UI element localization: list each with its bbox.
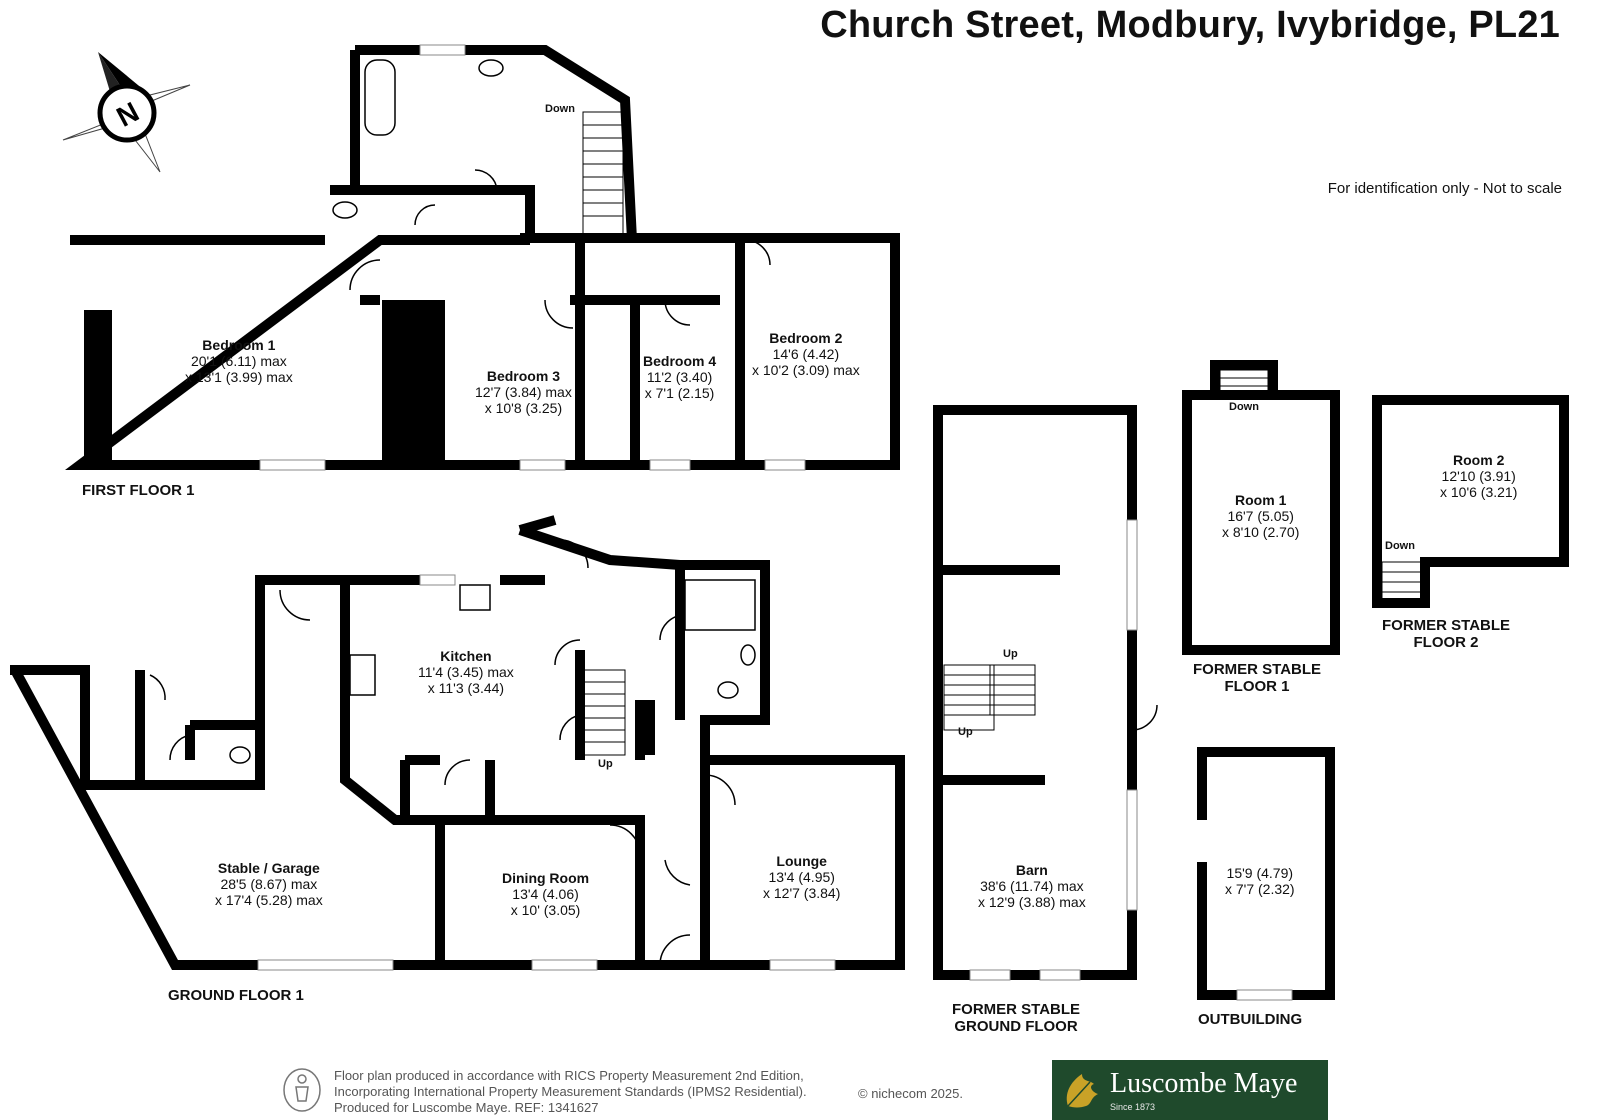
brand-logo: Luscombe Maye Since 1873 <box>1052 1060 1328 1120</box>
room-label-barn: Barn 38'6 (11.74) max x 12'9 (3.88) max <box>978 862 1086 910</box>
room-label-bedroom4: Bedroom 4 11'2 (3.40) x 7'1 (2.15) <box>643 353 717 401</box>
room-label-bedroom3: Bedroom 3 12'7 (3.84) max x 10'8 (3.25) <box>475 368 572 416</box>
stair-label-room2-down: Down <box>1385 540 1415 552</box>
stair-label-first-down: Down <box>545 103 575 115</box>
room-label-room1: Room 1 16'7 (5.05) x 8'10 (2.70) <box>1222 492 1300 540</box>
copyright: © nichecom 2025. <box>858 1086 963 1101</box>
compass-icon: N <box>62 52 191 173</box>
floor-label-outbuilding: OUTBUILDING <box>1198 1011 1303 1028</box>
stair-label-barn-up-a: Up <box>1003 648 1018 660</box>
floor-label-first: FIRST FLOOR 1 <box>82 482 195 499</box>
person-icon <box>283 1068 321 1112</box>
logo-name: Luscombe Maye <box>1110 1068 1298 1099</box>
disclaimer: For identification only - Not to scale <box>1327 180 1562 197</box>
logo-since: Since 1873 <box>1110 1102 1156 1112</box>
room-label-room2: Room 2 12'10 (3.91) x 10'6 (3.21) <box>1440 452 1518 500</box>
oak-leaf-icon <box>1066 1074 1098 1108</box>
first-floor-bathroom-walls <box>330 45 637 241</box>
stair-label-ground-up: Up <box>598 758 613 770</box>
room-label-outbuilding: 15'9 (4.79) x 7'7 (2.32) <box>1225 865 1295 897</box>
footer-line2: Incorporating International Property Mea… <box>334 1084 807 1099</box>
footer-line1: Floor plan produced in accordance with R… <box>334 1068 804 1083</box>
footer-line3: Produced for Luscombe Maye. REF: 1341627 <box>334 1100 599 1115</box>
room-label-kitchen: Kitchen 11'4 (3.45) max x 11'3 (3.44) <box>418 648 514 696</box>
page-title: Church Street, Modbury, Ivybridge, PL21 <box>820 4 1560 46</box>
stable-floor2-walls <box>1372 395 1569 608</box>
outbuilding-walls <box>1197 747 1335 1000</box>
room-label-bedroom2: Bedroom 2 14'6 (4.42) x 10'2 (3.09) max <box>752 330 860 378</box>
barn-walls <box>933 405 1137 980</box>
stable-floor1-walls <box>1182 360 1340 655</box>
floor-label-ground: GROUND FLOOR 1 <box>168 987 304 1004</box>
stair-label-room1-down: Down <box>1229 401 1259 413</box>
room-label-dining: Dining Room 13'4 (4.06) x 10' (3.05) <box>502 870 590 918</box>
footer-text: Floor plan produced in accordance with R… <box>334 1068 807 1116</box>
room-label-lounge: Lounge 13'4 (4.95) x 12'7 (3.84) <box>763 853 841 901</box>
room-label-stable-garage: Stable / Garage 28'5 (8.67) max x 17'4 (… <box>215 860 323 908</box>
stair-label-barn-up-b: Up <box>958 726 973 738</box>
room-label-bedroom1: Bedroom 1 20'1 (6.11) max x 13'1 (3.99) … <box>185 337 293 385</box>
